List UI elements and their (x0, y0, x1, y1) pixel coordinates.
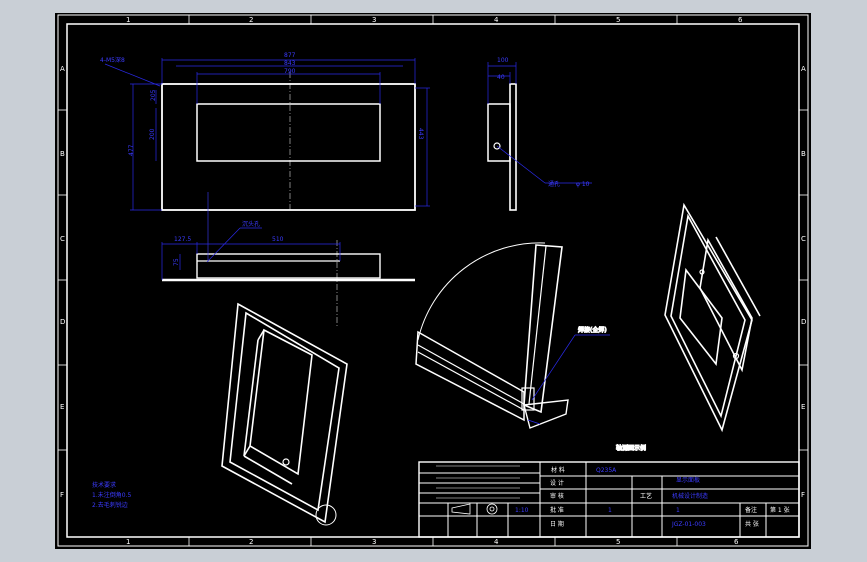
label-date: 日 期 (550, 520, 564, 528)
value-material: Q235A (596, 467, 617, 474)
dim-inner-h1: 205 (150, 89, 157, 101)
label-sheet: 共 张 (745, 520, 759, 528)
value-weight: 1 (608, 507, 612, 514)
row-label: C (60, 235, 65, 243)
dim-left-h: 75 (173, 258, 180, 266)
iso-view-left[interactable] (221, 302, 348, 526)
label-material: 材 料 (551, 466, 565, 474)
iso-right-inner (670, 213, 746, 419)
iso-left-outline (221, 302, 348, 524)
drawing-name: 显示面板 (676, 476, 700, 484)
label-checker: 审 核 (550, 492, 564, 500)
company-name: 机械设计制造 (672, 492, 708, 500)
iso-left-hole (282, 458, 290, 466)
dims-front (161, 227, 341, 280)
col-label: 6 (738, 16, 743, 24)
dim-plate-height: 477 (128, 144, 135, 156)
zone-ticks (58, 15, 808, 546)
dim-inner-h2: 200 (149, 128, 156, 140)
iso-right-window (679, 267, 723, 366)
value-qty: 1 (676, 507, 680, 514)
col-label: 3 (372, 16, 376, 24)
side-view[interactable]: 100 40 通孔 φ 10 (487, 57, 592, 211)
note-hole: 通孔 (548, 180, 560, 188)
detail-view[interactable]: 焊接(全焊) 轴测图示例 (415, 242, 647, 453)
sheet-value: 第 1 张 (770, 506, 790, 514)
title-block-revision-rows (436, 465, 520, 499)
row-label: B (801, 150, 806, 158)
detail-arc (417, 242, 546, 341)
col-label: 5 (616, 538, 620, 546)
col-label: 1 (126, 16, 130, 24)
row-label: E (60, 403, 64, 411)
iso-right-hole (732, 352, 740, 360)
label-remark: 备注 (745, 506, 757, 514)
row-label: D (60, 318, 65, 326)
col-label: 4 (494, 16, 499, 24)
label-approve: 批 准 (550, 506, 564, 514)
col-label: 5 (616, 16, 620, 24)
side-bracket (487, 103, 511, 162)
iso-view-right[interactable] (664, 202, 761, 433)
col-label: 3 (372, 538, 376, 546)
iso-left-inner (229, 311, 340, 512)
note-weld: 焊接(全焊) (578, 326, 607, 334)
dims-side (487, 62, 592, 184)
note-countersink: 沉头孔 (242, 220, 260, 228)
label-designer: 设 计 (550, 479, 564, 487)
dim-width-3: 790 (284, 68, 296, 75)
note-thread-holes: 4-M5深8 (100, 56, 125, 64)
row-label: C (801, 235, 806, 243)
notes-line-1: 1.未注倒角0.5 (92, 491, 131, 499)
view-label: 轴测图示例 (616, 444, 646, 452)
dim-thickness-2: 40 (497, 74, 505, 81)
col-label: 2 (249, 538, 253, 546)
tech-notes: 技术要求 1.未注倒角0.5 2.去毛刺锐边 (92, 481, 131, 509)
front-view[interactable]: 127.5 510 75 沉头孔 (161, 192, 415, 328)
title-block[interactable] (418, 461, 800, 538)
row-label: F (60, 491, 64, 499)
drawing-number: JGZ-01-003 (671, 521, 706, 528)
col-label: 1 (126, 538, 130, 546)
notes-line-2: 2.去毛刺锐边 (92, 501, 128, 509)
value-scale: 1:10 (515, 507, 529, 514)
col-label: 2 (249, 16, 253, 24)
label-process: 工艺 (640, 492, 652, 500)
detail-rail (415, 330, 525, 422)
dim-front-offset: 127.5 (174, 236, 191, 243)
row-label: D (801, 318, 806, 326)
front-bracket (196, 253, 381, 279)
row-label: E (801, 403, 805, 411)
dim-front-width: 510 (272, 236, 284, 243)
notes-title: 技术要求 (92, 481, 116, 489)
side-hole (493, 142, 501, 150)
dim-overall-width: 877 (284, 52, 296, 59)
iso-right-hole2 (699, 269, 705, 275)
row-label: B (60, 150, 65, 158)
dims-top (104, 58, 430, 211)
dim-hole-dia: φ 10 (576, 181, 590, 188)
iso-right-bracket (699, 237, 753, 373)
detail-notch (521, 387, 535, 411)
row-label: A (60, 65, 65, 73)
iso-left-box (249, 328, 313, 476)
dim-right-h: 443 (417, 128, 424, 140)
dim-width-2: 843 (284, 60, 296, 67)
top-view[interactable]: 877 843 790 477 205 200 443 4-M5深8 (100, 52, 430, 212)
row-label: F (801, 491, 805, 499)
dim-thickness-1: 100 (497, 57, 509, 64)
plate-outline (161, 83, 416, 211)
plate-cutout (196, 103, 381, 162)
detail-plate (523, 244, 563, 414)
projection-symbol (451, 503, 498, 515)
iso-right-outline (664, 202, 753, 433)
row-label: A (801, 65, 806, 73)
dims-detail (527, 334, 610, 425)
col-label: 4 (494, 538, 499, 546)
col-label: 6 (734, 538, 739, 546)
detail-circle (315, 504, 337, 526)
